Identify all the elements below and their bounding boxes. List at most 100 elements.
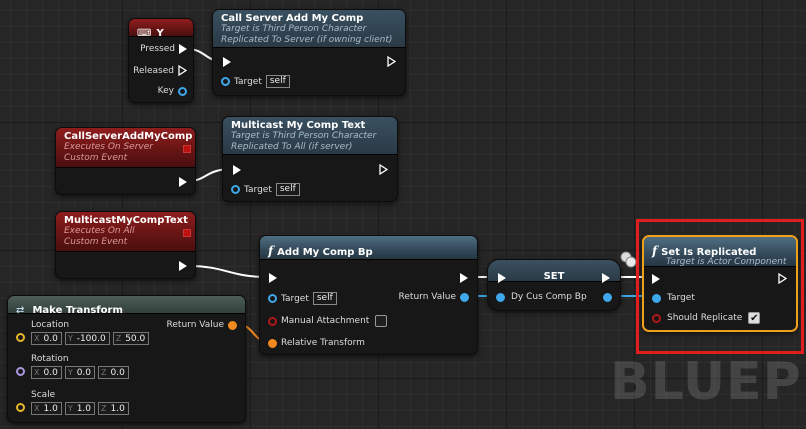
target-pin-row[interactable]: Target self bbox=[231, 183, 300, 196]
z-value[interactable]: 50.0 bbox=[125, 333, 146, 344]
object-pin-icon[interactable] bbox=[652, 293, 661, 303]
node-title: Add My Comp Bp bbox=[277, 247, 373, 258]
highlight-annotation-box bbox=[636, 219, 804, 354]
exec-out-hollow-icon[interactable] bbox=[379, 164, 388, 175]
x-value[interactable]: 0.0 bbox=[43, 333, 58, 344]
wire-event-to-add-comp bbox=[188, 265, 268, 278]
exec-in-icon[interactable] bbox=[223, 57, 231, 67]
node-title: SET bbox=[543, 271, 565, 282]
y-value[interactable]: 0.0 bbox=[76, 367, 92, 378]
manual-attachment-pin-row[interactable]: Manual Attachment bbox=[268, 315, 388, 327]
pin-label: Scale bbox=[31, 390, 56, 400]
node-header: MulticastMyCompText Executes On All Cust… bbox=[56, 212, 195, 252]
object-pin-icon[interactable] bbox=[460, 292, 469, 302]
y-value[interactable]: 1.0 bbox=[76, 403, 92, 414]
axis-label: X bbox=[34, 404, 40, 413]
should-replicate-checkbox[interactable]: ✔ bbox=[748, 312, 761, 324]
pin-label: Target bbox=[234, 76, 262, 87]
exec-out-hollow-icon[interactable] bbox=[178, 65, 187, 76]
callserver-custom-event-node[interactable]: CallServerAddMyComp Executes On Server C… bbox=[55, 127, 196, 195]
pin-label: Pressed bbox=[140, 44, 175, 54]
target-pin-row[interactable]: Target self bbox=[268, 292, 337, 305]
delegate-pin-icon[interactable] bbox=[183, 229, 191, 237]
relative-transform-pin-row[interactable]: Relative Transform bbox=[268, 338, 365, 348]
x-value[interactable]: 1.0 bbox=[43, 403, 58, 414]
axis-label: Z bbox=[115, 334, 122, 343]
exec-in-icon[interactable] bbox=[233, 165, 241, 175]
node-header: CallServerAddMyComp Executes On Server C… bbox=[56, 128, 195, 168]
exec-out-icon[interactable] bbox=[460, 273, 468, 283]
set-variable-node[interactable]: SET Dy Cus Comp Bp bbox=[487, 259, 621, 311]
vector-pin-icon[interactable] bbox=[16, 403, 25, 412]
axis-label: X bbox=[34, 334, 40, 343]
z-value[interactable]: 1.0 bbox=[110, 403, 125, 414]
bool-pin-icon[interactable] bbox=[268, 316, 277, 326]
exec-in-icon[interactable] bbox=[269, 273, 277, 283]
object-pin-icon[interactable] bbox=[603, 293, 612, 302]
self-value-box: self bbox=[265, 75, 290, 88]
transform-pin-icon[interactable] bbox=[268, 338, 277, 348]
node-title: Y bbox=[156, 28, 164, 39]
released-pin-row[interactable]: Released bbox=[133, 65, 187, 76]
exec-out-icon[interactable] bbox=[179, 44, 187, 54]
delegate-pin-icon[interactable] bbox=[183, 145, 191, 153]
return-value-pin-row[interactable]: Return Value bbox=[167, 320, 237, 330]
node-subtitle: Replicated To Server (if owning client) bbox=[221, 35, 393, 45]
return-value-pin-row[interactable]: Return Value bbox=[399, 292, 469, 302]
target-pin-row[interactable]: Target bbox=[652, 293, 695, 303]
pin-label: Location bbox=[31, 320, 70, 330]
exec-out-icon[interactable] bbox=[179, 177, 187, 187]
node-title: Make Transform bbox=[32, 305, 123, 316]
variable-pin-row[interactable]: Dy Cus Comp Bp bbox=[496, 292, 587, 302]
pressed-pin-row[interactable]: Pressed bbox=[140, 44, 187, 54]
rotator-pin-icon[interactable] bbox=[16, 367, 25, 376]
make-transform-node[interactable]: ⇄ Make Transform Return Value Location X… bbox=[7, 295, 246, 423]
y-field[interactable]: Y-100.0 bbox=[64, 332, 110, 345]
exec-out-hollow-icon[interactable] bbox=[778, 273, 787, 284]
multicast-custom-event-node[interactable]: MulticastMyCompText Executes On All Cust… bbox=[55, 211, 196, 279]
blueprint-watermark: BLUEPR bbox=[610, 352, 806, 412]
key-pin-row[interactable]: Key bbox=[158, 86, 187, 96]
z-value[interactable]: 0.0 bbox=[110, 367, 125, 378]
exec-out-hollow-icon[interactable] bbox=[387, 56, 396, 67]
object-pin-icon[interactable] bbox=[268, 294, 277, 303]
exec-out-icon[interactable] bbox=[602, 273, 610, 283]
object-pin-icon[interactable] bbox=[221, 77, 230, 86]
object-pin-icon[interactable] bbox=[496, 292, 505, 302]
struct-pin-icon[interactable] bbox=[178, 86, 187, 96]
target-pin-row[interactable]: Target self bbox=[221, 75, 290, 88]
y-value[interactable]: -100.0 bbox=[76, 333, 106, 344]
axis-label: Z bbox=[101, 404, 107, 413]
bool-pin-icon[interactable] bbox=[652, 313, 661, 323]
y-key-event-node[interactable]: ⌨ Y Pressed Released Key bbox=[128, 18, 194, 103]
exec-out-icon[interactable] bbox=[179, 261, 187, 271]
x-value[interactable]: 0.0 bbox=[43, 367, 58, 378]
manual-attachment-checkbox[interactable] bbox=[375, 315, 388, 327]
multicast-my-comp-text-node[interactable]: Multicast My Comp Text Target is Third P… bbox=[222, 116, 398, 202]
reroute-knot[interactable] bbox=[625, 256, 637, 268]
should-replicate-pin-row[interactable]: Should Replicate ✔ bbox=[652, 312, 761, 324]
call-server-add-my-comp-node[interactable]: Call Server Add My Comp Target is Third … bbox=[212, 9, 406, 96]
exec-in-icon[interactable] bbox=[498, 273, 506, 283]
pin-label: Should Replicate bbox=[667, 313, 743, 323]
object-pin-icon[interactable] bbox=[231, 185, 240, 194]
vector-pin-icon[interactable] bbox=[16, 333, 25, 342]
exec-in-icon[interactable] bbox=[652, 274, 660, 284]
transform-pin-icon[interactable] bbox=[228, 320, 237, 330]
